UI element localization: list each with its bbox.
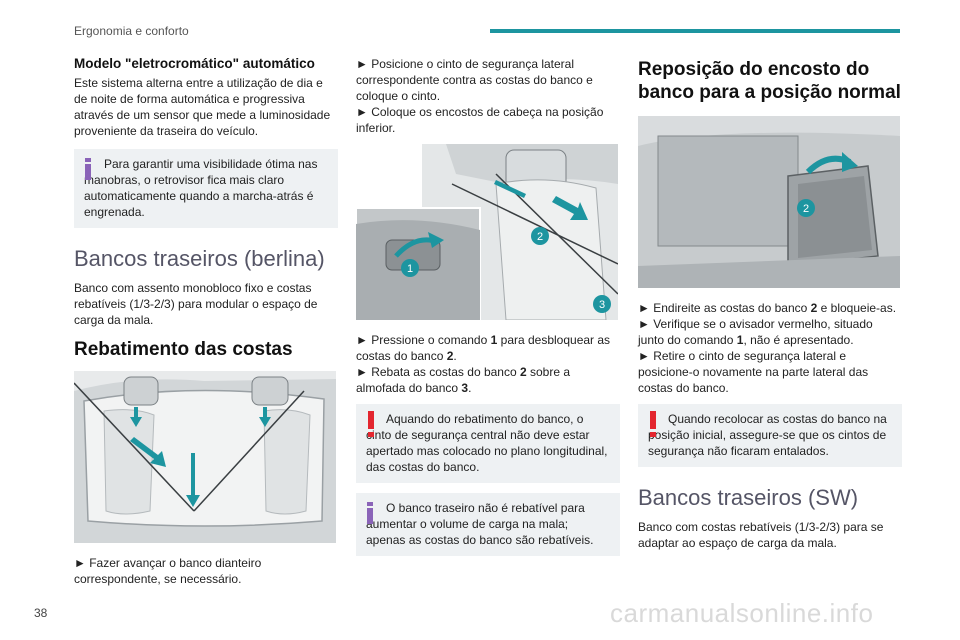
bullet-headrests-down: ► Coloque os encostos de cabeça na posiç… (356, 105, 604, 135)
watermark: carmanualsonline.info (610, 598, 874, 628)
warning-icon (368, 411, 374, 437)
info-note-reverse: Para garantir uma visibilidade ótima nas… (74, 149, 338, 228)
heading-reset-backrest: Reposição do encosto do banco para a pos… (638, 59, 901, 103)
svg-text:1: 1 (407, 263, 413, 275)
paragraph-electrochromic: Este sistema alterna entre a utilização … (74, 76, 331, 138)
warning-icon (650, 411, 656, 437)
svg-text:3: 3 (599, 299, 605, 311)
heading-sedan-rear-seats: Bancos traseiros (berlina) (74, 246, 325, 271)
page-number: 38 (34, 606, 48, 620)
header-accent-bar (490, 29, 900, 33)
column-3: Reposição do encosto do banco para a pos… (638, 56, 902, 561)
bullet-check-red-indicator: ► Verifique se o avisador vermelho, situ… (638, 317, 873, 347)
callout-1: 1 (401, 259, 419, 277)
backrest-reset-illustration: 2 (638, 116, 900, 288)
bullet-advance-front-seat: ► Fazer avançar o banco dianteiro corres… (74, 556, 262, 586)
info-icon (367, 502, 373, 524)
bullet-position-belt: ► Posicione o cinto de segurança lateral… (356, 57, 593, 103)
heading-sw-rear-seats: Bancos traseiros (SW) (638, 485, 859, 510)
callout-2: 2 (797, 199, 815, 217)
callout-2: 2 (531, 227, 549, 245)
info-icon (85, 158, 91, 180)
column-1: Modelo "eletrocromático" automático Este… (74, 56, 338, 587)
paragraph-sw: Banco com costas rebatíveis (1/3-2/3) pa… (638, 520, 884, 550)
bullet-remove-belt: ► Retire o cinto de segurança lateral e … (638, 349, 869, 395)
bullet-press-control: ► Pressione o comando 1 para desbloquear… (356, 333, 611, 363)
info-note-not-foldable: O banco traseiro não é rebatível para au… (356, 493, 620, 556)
warning-note-belts-trapped: Quando recolocar as costas do banco na p… (638, 404, 902, 467)
page-header: Ergonomia e conforto (0, 0, 960, 40)
heading-folding-backrest: Rebatimento das costas (74, 339, 293, 360)
release-lever-illustration: 1 2 3 (356, 144, 618, 320)
svg-text:2: 2 (803, 203, 809, 215)
warning-note-center-belt: Aquando do rebatimento do banco, o cinto… (356, 404, 620, 483)
bullet-straighten-backrest: ► Endireite as costas do banco 2 e bloqu… (638, 301, 897, 315)
bullet-fold-backrest: ► Rebata as costas do banco 2 sobre a al… (356, 365, 571, 395)
rear-seat-folding-illustration (74, 371, 336, 543)
column-2: ► Posicione o cinto de segurança lateral… (356, 56, 620, 566)
svg-text:2: 2 (537, 231, 543, 243)
paragraph-sedan: Banco com assento monobloco fixo e costa… (74, 281, 318, 327)
callout-3: 3 (593, 295, 611, 313)
section-title: Ergonomia e conforto (74, 24, 189, 38)
subhead-electrochromic: Modelo "eletrocromático" automático (74, 56, 315, 71)
